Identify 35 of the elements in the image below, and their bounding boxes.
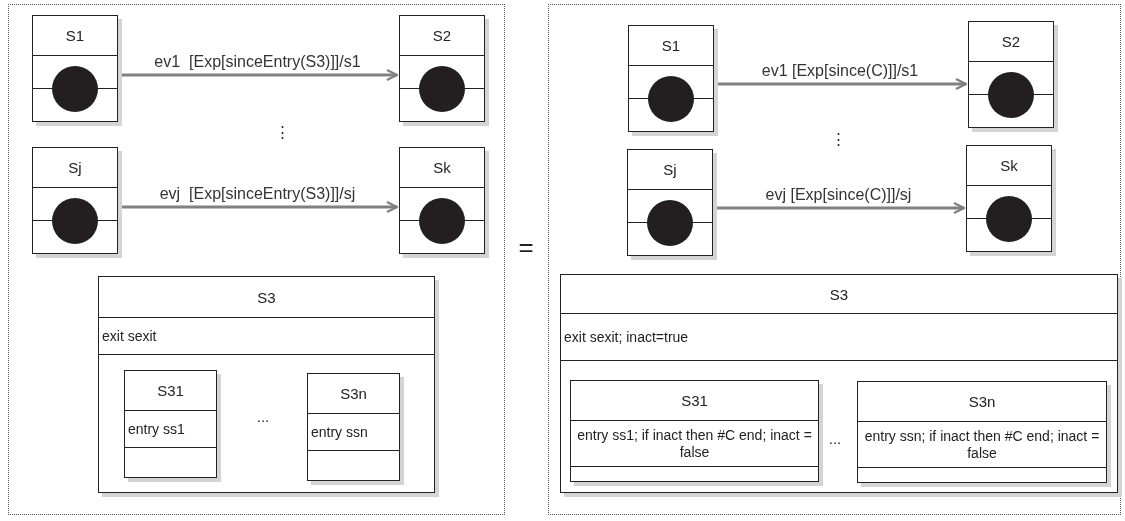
state-name: S3 xyxy=(257,288,276,306)
transition-arrow xyxy=(715,77,968,91)
state-name: S1 xyxy=(65,27,85,44)
state-name: S3n xyxy=(968,393,996,410)
state-name: S3 xyxy=(829,285,849,303)
state-action: entry ss1; if inact then #C end; inact = false xyxy=(576,426,813,461)
state-name: S3n xyxy=(340,385,367,402)
state-action: entry ss1 xyxy=(128,420,185,438)
ellipsis: ... xyxy=(256,408,270,424)
edge-label: evj [Exp[since(C)]]/sj xyxy=(763,186,914,204)
state-name: Sk xyxy=(1000,157,1018,174)
state-action: entry ssn xyxy=(311,423,368,441)
state-action: exit sexit; inact=true xyxy=(564,328,689,346)
equals-sign: = xyxy=(518,234,534,260)
state-name: S1 xyxy=(661,37,681,54)
edge-label: ev1 [Exp[since(C)]]/s1 xyxy=(759,62,921,80)
edge-label: ev1 [Exp[sinceEntry(S3)]]/s1 xyxy=(152,53,363,71)
ellipsis: ... xyxy=(828,430,842,446)
state-name: S2 xyxy=(432,27,452,44)
transition-arrow xyxy=(119,68,399,82)
state-name: S31 xyxy=(157,382,184,399)
transition-arrow xyxy=(714,201,966,215)
state-name: S2 xyxy=(1001,33,1021,50)
transition-arrow xyxy=(119,200,399,214)
state-name: S31 xyxy=(681,392,708,409)
state-name: Sk xyxy=(433,159,451,176)
dotted-frame xyxy=(548,4,1121,515)
vertical-ellipsis: ⋮ xyxy=(830,129,846,149)
state-action: exit sexit xyxy=(102,327,157,345)
dotted-frame xyxy=(8,4,505,515)
vertical-ellipsis: ⋮ xyxy=(274,122,290,142)
state-action: entry ssn; if inact then #C end; inact = false xyxy=(863,427,1101,462)
state-name: Sj xyxy=(663,161,677,178)
state-name: Sj xyxy=(68,159,82,176)
edge-label: evj [Exp[sinceEntry(S3)]]/sj xyxy=(157,185,358,203)
